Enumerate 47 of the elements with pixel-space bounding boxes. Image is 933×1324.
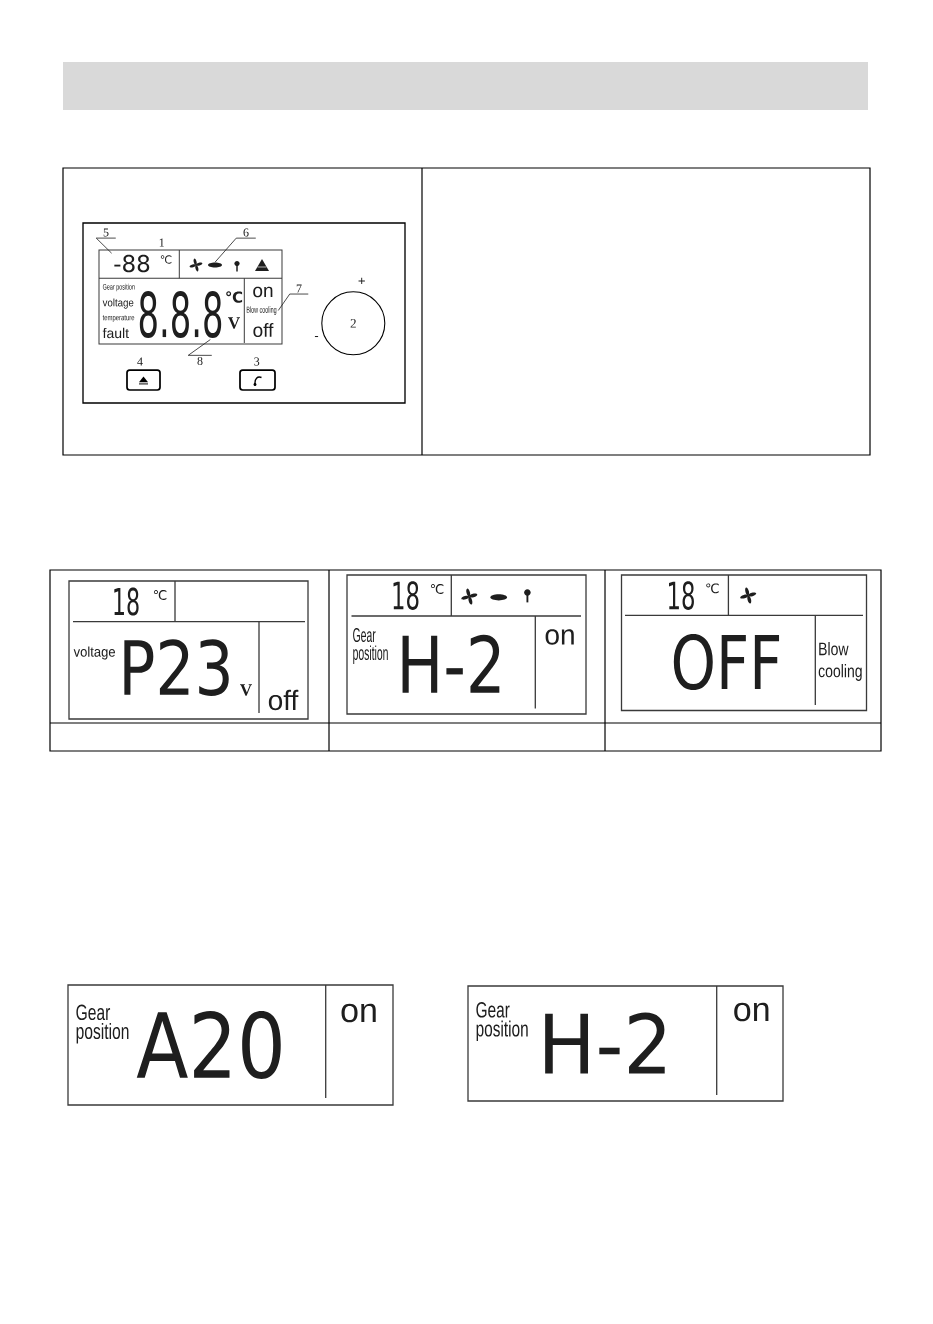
display-label: Blow cooling: [246, 306, 277, 315]
display-label: on: [341, 1003, 376, 1023]
segment-digits: 18: [114, 587, 139, 616]
display-label: Gear position: [476, 1002, 528, 1041]
callout-number: 1: [159, 238, 164, 247]
display-label: temperature: [102, 315, 135, 322]
display-label: Gear position: [102, 283, 135, 292]
unit-symbol: ℃: [430, 584, 444, 594]
unit-symbol: ℃: [226, 291, 243, 303]
segment-digits: 18: [669, 581, 694, 610]
display-label: voltage: [102, 298, 134, 309]
segment-digits: P23: [124, 639, 229, 696]
display-label: voltage: [73, 646, 115, 660]
segment-digits: H-2: [545, 1012, 665, 1074]
segment-digits: 8.8.8: [139, 291, 222, 338]
unit-symbol: ℃: [160, 255, 172, 264]
dial-mark: +: [358, 277, 365, 285]
callout-number: 8: [197, 356, 203, 366]
leader-line: [214, 237, 257, 263]
segment-digits: 18: [393, 581, 419, 610]
display-label: on: [545, 629, 574, 645]
leader-line: [277, 293, 309, 311]
display-label: off: [268, 689, 299, 711]
display-label: on: [734, 1002, 769, 1022]
display-label: Blow cooling: [818, 642, 862, 681]
callout-number: 6: [243, 228, 249, 237]
display-label: Gear position: [76, 1004, 129, 1044]
callout-number: 3: [254, 357, 260, 366]
callout-number: 5: [103, 228, 109, 237]
segment-digits: A20: [136, 1011, 281, 1080]
unit-symbol: V: [228, 317, 240, 329]
callout-number: 7: [296, 284, 302, 293]
leader-line: [95, 237, 117, 254]
display-label: off: [253, 323, 274, 337]
display-label: Gear position: [353, 627, 388, 665]
unit-symbol: ℃: [153, 590, 167, 600]
segment-digits: H-2: [402, 634, 500, 693]
segment-digits: -88: [114, 254, 150, 273]
segment-digits: OFF: [673, 634, 780, 690]
leader-line: [187, 339, 213, 356]
dial-knob: 2: [321, 291, 386, 356]
dial-mark: -: [314, 336, 319, 338]
display-label: on: [253, 286, 273, 298]
callout-number: 4: [137, 357, 143, 366]
display-label: fault: [102, 327, 129, 339]
unit-symbol: V: [240, 684, 252, 696]
unit-symbol: ℃: [706, 583, 719, 594]
